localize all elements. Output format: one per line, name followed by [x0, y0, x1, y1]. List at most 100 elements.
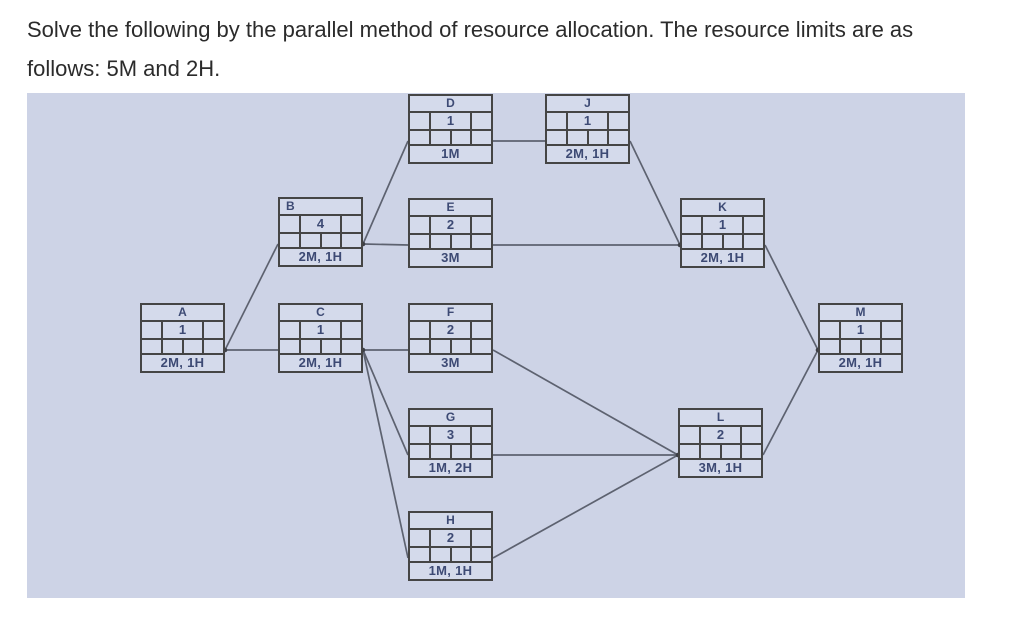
grid-cell: [342, 216, 361, 232]
duration-value-F: 2: [429, 322, 472, 338]
grid-cell: [820, 340, 839, 353]
grid-cell: [472, 427, 491, 443]
duration-row: 2: [680, 427, 761, 445]
resource-label-D: 1M: [441, 146, 460, 161]
grid-cell: [882, 322, 901, 338]
grid-cell: [607, 131, 628, 144]
grid-cell: [680, 427, 699, 443]
grid-cell: [449, 340, 471, 353]
grid-cell: [410, 131, 429, 144]
grid-cell: [340, 234, 361, 247]
grid-cell: [820, 322, 839, 338]
grid-cell: [410, 530, 429, 546]
grid-cell: [428, 445, 450, 458]
grid-cell: [410, 548, 429, 561]
activity-letter-H: H: [410, 513, 491, 530]
grid-cell: [449, 235, 471, 248]
grid-cell: [470, 445, 491, 458]
duration-value-B: 4: [299, 216, 342, 232]
problem-statement: Solve the following by the parallel meth…: [27, 10, 1007, 88]
grid-cell: [472, 322, 491, 338]
grid-cell: [547, 113, 566, 129]
duration-row: 1: [410, 113, 491, 131]
grid-cell: [410, 427, 429, 443]
resource-label-M: 2M, 1H: [838, 355, 883, 370]
grid-cell: [472, 113, 491, 129]
duration-value-M: 1: [839, 322, 882, 338]
duration-value-D: 1: [429, 113, 472, 129]
grid-cell: [410, 235, 429, 248]
grid-cell: [319, 234, 341, 247]
schedule-row: [142, 340, 223, 355]
edge-C-H: [362, 349, 409, 559]
resource-label-C: 2M, 1H: [298, 355, 343, 370]
grid-cell: [428, 131, 450, 144]
activity-letter-C: C: [280, 305, 361, 322]
problem-statement-line-1: Solve the following by the parallel meth…: [27, 17, 914, 42]
grid-cell: [428, 340, 450, 353]
grid-cell: [470, 548, 491, 561]
grid-cell: [586, 131, 608, 144]
grid-cell: [298, 234, 320, 247]
schedule-row: [280, 234, 361, 249]
grid-cell: [410, 113, 429, 129]
schedule-row: [547, 131, 628, 146]
activity-letter-F: F: [410, 305, 491, 322]
grid-cell: [742, 427, 761, 443]
grid-cell: [410, 445, 429, 458]
duration-value-K: 1: [701, 217, 744, 233]
grid-cell: [204, 322, 223, 338]
activity-letter-M: M: [820, 305, 901, 322]
duration-row: 1: [820, 322, 901, 340]
grid-cell: [838, 340, 860, 353]
resource-label-K: 2M, 1H: [700, 250, 745, 265]
grid-cell: [181, 340, 203, 353]
resource-label-H: 1M, 1H: [428, 563, 473, 578]
grid-cell: [682, 217, 701, 233]
duration-row: 2: [410, 217, 491, 235]
duration-value-E: 2: [429, 217, 472, 233]
grid-cell: [470, 340, 491, 353]
grid-cell: [428, 548, 450, 561]
grid-cell: [160, 340, 182, 353]
resource-label-F: 3M: [441, 355, 460, 370]
grid-cell: [682, 235, 701, 248]
schedule-row: [410, 548, 491, 563]
duration-row: 1: [682, 217, 763, 235]
grid-cell: [280, 234, 299, 247]
edge-C-G: [362, 349, 409, 456]
problem-statement-line-2: follows: 5M and 2H.: [27, 56, 221, 81]
duration-row: 1: [280, 322, 361, 340]
grid-cell: [700, 235, 722, 248]
resource-label-J: 2M, 1H: [565, 146, 610, 161]
activity-letter-A: A: [142, 305, 223, 322]
edge-F-L: [492, 349, 679, 456]
grid-cell: [428, 235, 450, 248]
grid-cell: [298, 340, 320, 353]
edge-L-M: [762, 349, 819, 456]
grid-cell: [721, 235, 743, 248]
grid-cell: [547, 131, 566, 144]
edge-K-M: [764, 244, 819, 351]
edge-B-D: [362, 140, 409, 245]
grid-cell: [340, 340, 361, 353]
grid-cell: [472, 530, 491, 546]
grid-cell: [719, 445, 741, 458]
activity-letter-G: G: [410, 410, 491, 427]
grid-cell: [410, 217, 429, 233]
grid-cell: [280, 340, 299, 353]
duration-row: 2: [410, 322, 491, 340]
grid-cell: [609, 113, 628, 129]
duration-value-G: 3: [429, 427, 472, 443]
grid-cell: [470, 131, 491, 144]
duration-row: 2: [410, 530, 491, 548]
duration-row: 3: [410, 427, 491, 445]
